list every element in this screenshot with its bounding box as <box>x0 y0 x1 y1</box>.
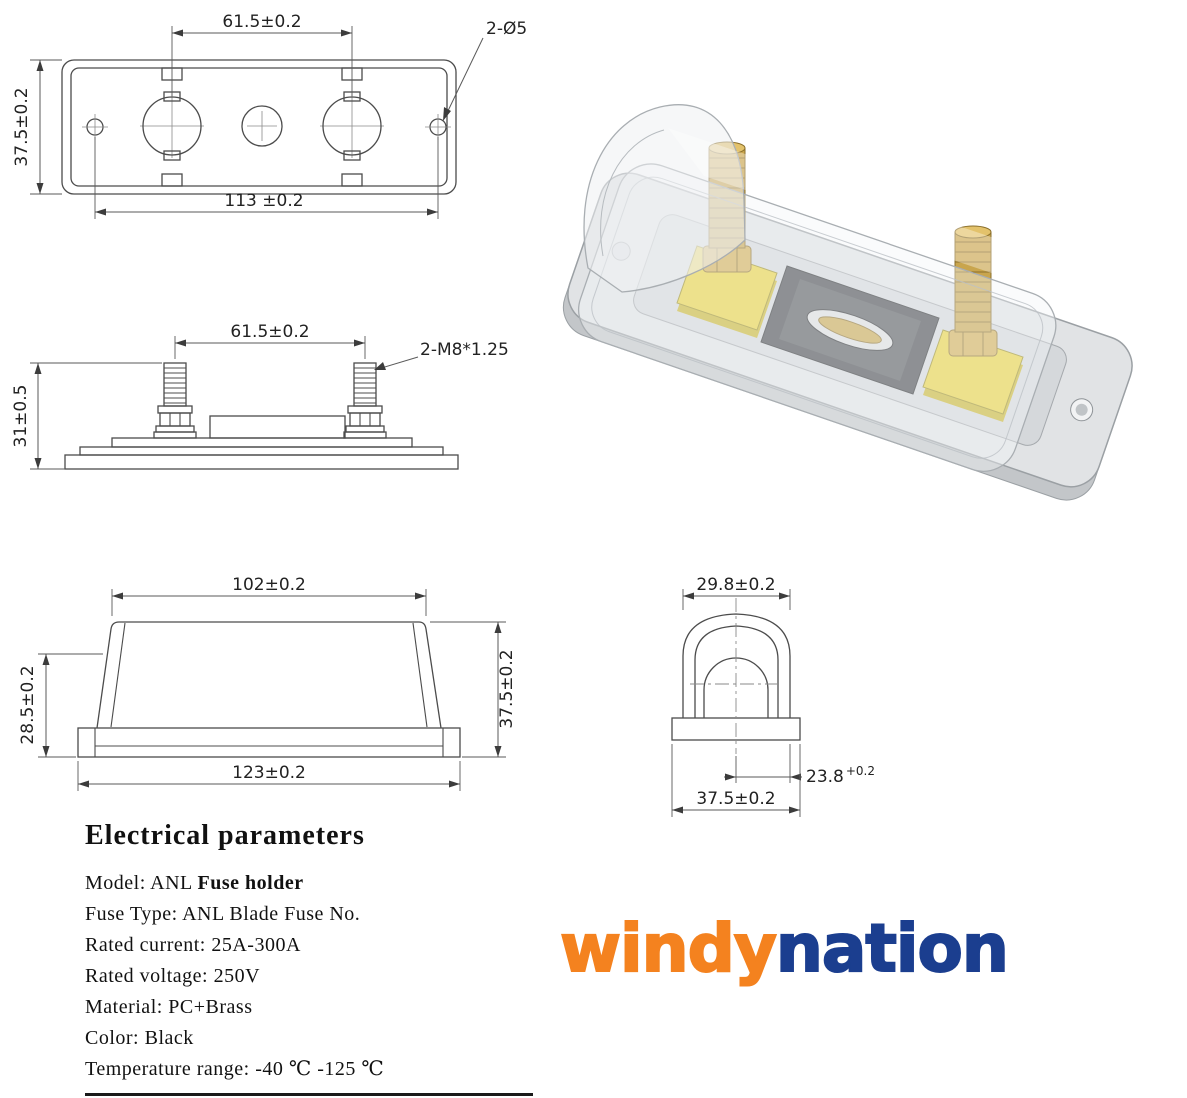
dim-end-inner-width: 23.8+0.2 <box>806 764 875 787</box>
dim-front-total-height: 37.5±0.2 <box>497 649 517 728</box>
side-view-dimensions: 61.5±0.2 2-M8*1.25 31±0.5 <box>11 322 509 470</box>
side-view-drawing <box>64 362 459 470</box>
param-model-label: Model: ANL <box>85 872 198 894</box>
dim-end-base-width: 37.5±0.2 <box>696 789 775 809</box>
bottom-rule <box>85 1093 533 1096</box>
fuse-body <box>760 265 940 395</box>
end-view-dimensions: 29.8±0.2 23.8+0.2 37.5±0.2 <box>671 575 875 817</box>
dim-side-height: 31±0.5 <box>11 385 31 448</box>
dim-side-thread: 2-M8*1.25 <box>420 340 509 360</box>
dim-front-base-width: 123±0.2 <box>232 763 306 783</box>
front-view-drawing <box>77 621 461 758</box>
param-model-value-bold: Fuse holder <box>197 872 304 894</box>
dim-side-stud-spacing: 61.5±0.2 <box>230 322 309 342</box>
cover-dome <box>583 104 746 293</box>
dim-front-top-width: 102±0.2 <box>232 575 306 595</box>
param-row-color: Color: Black <box>85 1027 194 1049</box>
param-row-material: Material: PC+Brass <box>85 996 253 1018</box>
param-row-model: Model: ANL Fuse holder <box>85 868 384 899</box>
fuse-element <box>818 316 882 344</box>
param-row-rated-voltage: Rated voltage: 250V <box>85 965 261 987</box>
param-row-fuse-type: Fuse Type: ANL Blade Fuse No. <box>85 903 361 925</box>
logo-windy-text: windy <box>559 910 778 987</box>
dim-front-body-height: 28.5±0.2 <box>18 665 38 744</box>
top-view-drawing <box>61 59 457 195</box>
param-row-rated-current: Rated current: 25A-300A <box>85 934 301 956</box>
render-3d <box>562 104 1133 501</box>
cover-highlight <box>668 128 1036 288</box>
dim-top-length: 113 ±0.2 <box>224 191 303 211</box>
logo-nation-text: nation <box>775 910 1010 987</box>
dim-top-height: 37.5±0.2 <box>12 87 32 166</box>
washer-right <box>922 329 1024 422</box>
side-stud-left <box>153 362 197 439</box>
dim-top-holes: 2-Ø5 <box>486 19 527 39</box>
param-row-temperature: Temperature range: -40 ℃ -125 ℃ <box>85 1058 385 1080</box>
parameters-title: Electrical parameters <box>85 820 365 851</box>
top-view-dimensions: 61.5±0.2 2-Ø5 37.5±0.2 113 ±0.2 <box>12 12 527 219</box>
electrical-parameters-section: Electrical parameters Model: ANL Fuse ho… <box>85 820 384 1085</box>
cover-dome-inner-edge <box>600 129 665 257</box>
dim-top-stud-spacing: 61.5±0.2 <box>222 12 301 32</box>
dim-end-top-width: 29.8±0.2 <box>696 575 775 595</box>
hole-centerlines <box>82 94 451 158</box>
dim-end-inner-tolerance: +0.2 <box>846 764 875 778</box>
dim-end-inner-value: 23.8 <box>806 767 844 787</box>
windynation-logo: windynation <box>559 915 1010 983</box>
front-view-dimensions: 102±0.2 28.5±0.2 37.5±0.2 123±0.2 <box>18 575 517 791</box>
side-stud-right <box>343 362 387 439</box>
